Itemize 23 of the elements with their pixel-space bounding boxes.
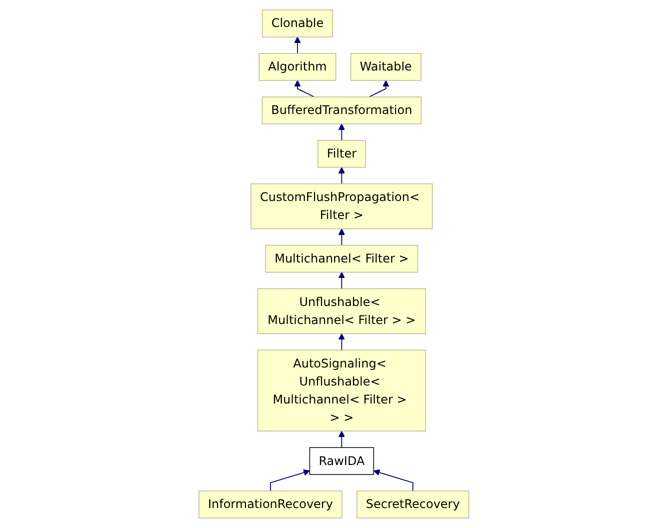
node-box: SecretRecovery <box>356 490 470 518</box>
node-box: Unflushable< Multichannel< Filter > > <box>257 288 426 334</box>
node-box: RawIDA <box>309 447 374 475</box>
node-box: BufferedTransformation <box>262 96 422 124</box>
node-box: Algorithm <box>258 53 336 81</box>
node-box: Waitable <box>350 53 422 81</box>
node-box: Clonable <box>262 10 334 38</box>
arrow <box>338 272 346 290</box>
arrow <box>368 80 390 98</box>
node-box: Multichannel< Filter > <box>265 244 418 273</box>
node-box: InformationRecovery <box>198 490 342 518</box>
node-box: AutoSignaling< Unflushable< Multichannel< Filter > > > <box>257 350 426 432</box>
arrow <box>294 80 315 98</box>
arrow <box>338 430 346 448</box>
node-box: Filter <box>318 140 366 168</box>
arrow <box>338 124 346 141</box>
node-box: CustomFlushPropagation< Filter > <box>250 183 433 230</box>
arrow <box>338 228 346 246</box>
arrow <box>270 469 310 492</box>
arrow <box>373 469 414 492</box>
arrow <box>294 36 301 54</box>
arrow <box>338 167 346 184</box>
arrow <box>338 333 346 351</box>
